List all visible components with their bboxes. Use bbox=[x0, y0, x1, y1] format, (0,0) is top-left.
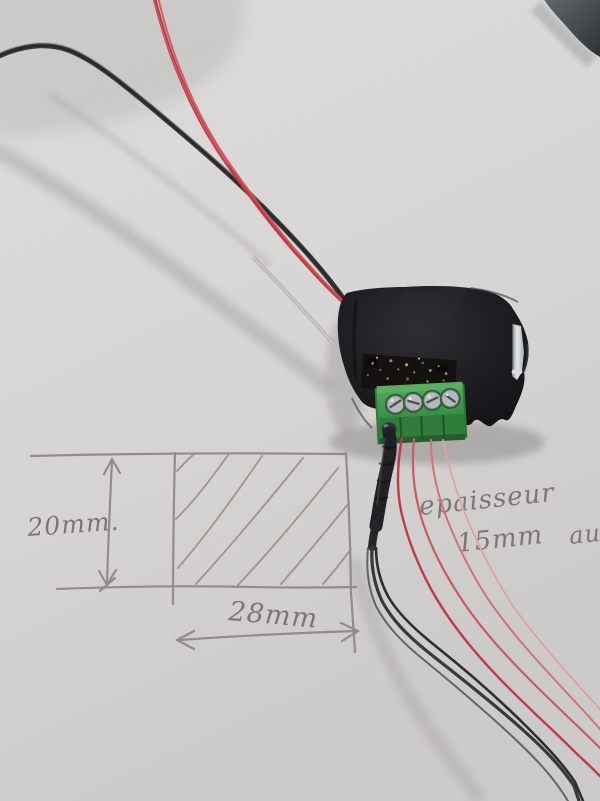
black-supply-wire bbox=[0, 42, 349, 305]
heat-shrink-sleeve bbox=[368, 422, 397, 551]
width-dimension-arrow bbox=[174, 621, 361, 651]
thickness-note-suffix: au bbox=[568, 519, 600, 550]
sketch-left-edge bbox=[171, 451, 177, 606]
dimension-sketch bbox=[29, 451, 361, 654]
metal-connector bbox=[511, 324, 524, 380]
height-dimension-arrow bbox=[97, 456, 122, 593]
electronic-module bbox=[337, 286, 529, 445]
sketch-right-edge-lower bbox=[349, 590, 357, 654]
black-output-wires bbox=[366, 545, 585, 801]
terminal-screw bbox=[384, 393, 406, 415]
sketch-right-edge bbox=[344, 451, 353, 592]
terminal-screw bbox=[421, 389, 443, 411]
sketch-bottom-line bbox=[55, 585, 358, 591]
height-label: 20mm. bbox=[25, 507, 120, 542]
terminal-screw bbox=[439, 387, 461, 409]
terminal-screws bbox=[384, 387, 461, 415]
red-output-wires bbox=[396, 436, 600, 778]
red-supply-wire bbox=[152, 0, 355, 313]
white-wire-core bbox=[252, 256, 335, 345]
pcb-speckles bbox=[366, 356, 448, 383]
sketch-top-line bbox=[29, 452, 346, 458]
tape-folds bbox=[351, 287, 529, 429]
dark-object-top-right bbox=[544, 0, 600, 57]
terminal-screw bbox=[402, 391, 424, 413]
hatch-lines bbox=[175, 453, 352, 586]
